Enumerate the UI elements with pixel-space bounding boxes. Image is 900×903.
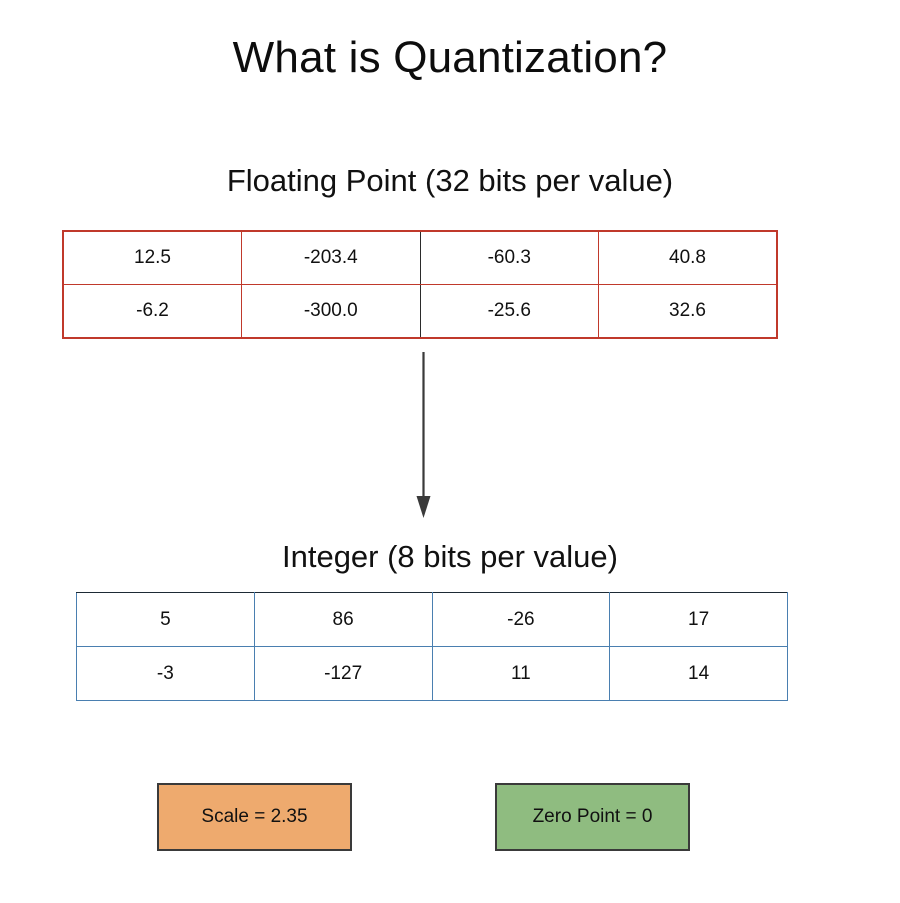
integer-heading: Integer (8 bits per value) <box>281 539 618 574</box>
float-cell-r1c2: -25.6 <box>419 284 599 339</box>
scale-parameter-label: Scale = 2.35 <box>201 806 308 827</box>
int-cell-r0c0: 5 <box>76 592 255 647</box>
int-cell-r1c0: -3 <box>76 646 255 701</box>
int-cell-r1c3: 14 <box>609 646 788 701</box>
float-cell-r0c1: -203.4 <box>241 230 421 285</box>
float-cell-r0c3: 40.8 <box>598 230 778 285</box>
float-cell-r1c0: -6.2 <box>62 284 242 339</box>
int-cell-r1c2: 11 <box>431 646 611 701</box>
float-cell-r0c0: 12.5 <box>62 230 242 285</box>
float-cell-r1c1: -300.0 <box>241 284 421 339</box>
integer-table: 5 86 -26 17 -3 -127 11 14 <box>76 592 788 701</box>
down-arrow-icon <box>416 352 431 518</box>
table-row: 5 86 -26 17 <box>76 592 788 647</box>
float-cell-r0c2: -60.3 <box>419 230 599 285</box>
zero-point-parameter-box: Zero Point = 0 <box>495 783 690 851</box>
table-row: 12.5 -203.4 -60.3 40.8 <box>62 230 778 285</box>
float-cell-r1c3: 32.6 <box>598 284 778 339</box>
page-title: What is Quantization? <box>232 33 668 82</box>
floating-point-heading: Floating Point (32 bits per value) <box>226 163 674 198</box>
table-row: -6.2 -300.0 -25.6 32.6 <box>62 284 778 339</box>
int-cell-r0c3: 17 <box>609 592 788 647</box>
zero-point-parameter-label: Zero Point = 0 <box>532 806 653 827</box>
table-row: -3 -127 11 14 <box>76 646 788 701</box>
int-cell-r0c1: 86 <box>253 592 433 647</box>
scale-parameter-box: Scale = 2.35 <box>157 783 352 851</box>
int-cell-r0c2: -26 <box>431 592 611 647</box>
int-cell-r1c1: -127 <box>253 646 433 701</box>
floating-point-table: 12.5 -203.4 -60.3 40.8 -6.2 -300.0 -25.6… <box>62 230 778 339</box>
